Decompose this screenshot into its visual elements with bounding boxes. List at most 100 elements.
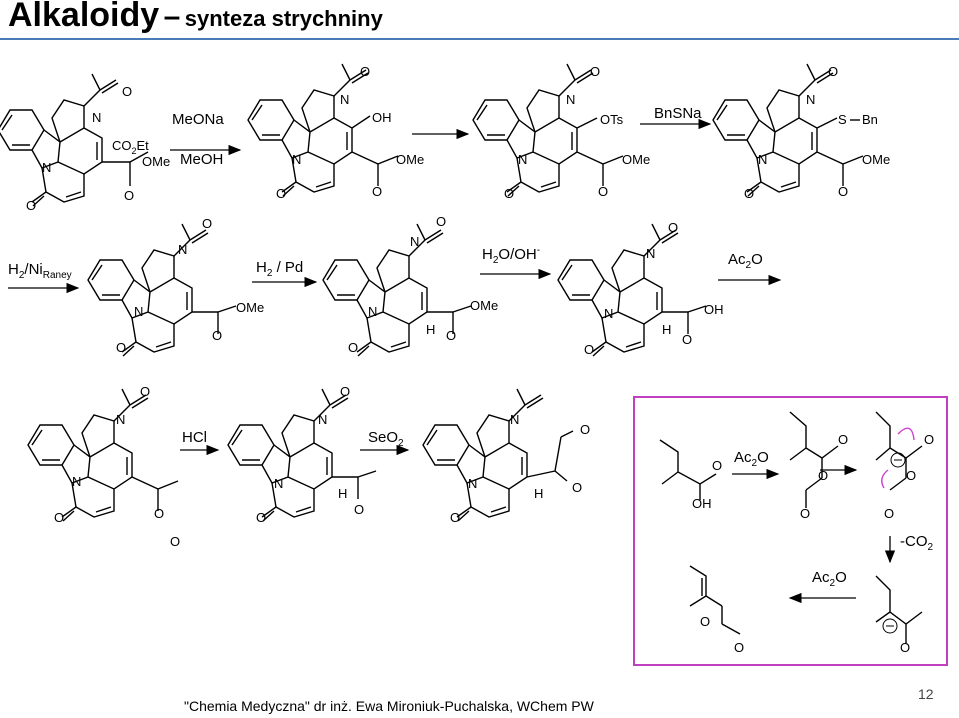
molecule-3 (472, 63, 624, 197)
atom-o: O (256, 510, 266, 525)
reagent-ac2o-final: Ac2O (812, 569, 847, 589)
atom-o: O (924, 432, 934, 447)
atom-o: O (682, 332, 692, 347)
atom-o: O (906, 468, 916, 483)
reagent-minus-co2: -CO2 (900, 533, 934, 553)
title-main: Alkaloidy (8, 0, 160, 34)
atom-o: O (122, 84, 132, 99)
atom-n: N (468, 476, 477, 491)
atom-n: N (318, 412, 327, 427)
reagent-meona: MeONa (172, 111, 224, 128)
reagent-seo2: SeO2 (368, 429, 404, 449)
mechanism-fragments (659, 411, 923, 644)
atom-o: O (884, 506, 894, 521)
reagent-ac2o-mech: Ac2O (734, 449, 769, 469)
reagent-ac2o: Ac2O (728, 251, 763, 271)
atom-n: N (292, 152, 301, 167)
footer-credit: "Chemia Medyczna" dr inż. Ewa Mironiuk-P… (184, 698, 594, 714)
atom-oh: OH (704, 302, 724, 317)
atom-o: O (446, 328, 456, 343)
reagent-hcl: HCl (182, 429, 207, 446)
reagent-meoh: MeOH (180, 151, 224, 168)
atom-oh: OH (372, 110, 392, 125)
atom-n: N (340, 92, 349, 107)
atom-o: O (838, 432, 848, 447)
atom-h: H (426, 322, 435, 337)
mechanism-box (633, 396, 948, 666)
reagent-h2o-oh: H2O/OH- (482, 245, 541, 266)
atom-o: O (590, 64, 600, 79)
curly-arrow-icon (897, 427, 915, 441)
atom-n: N (72, 474, 81, 489)
atom-n: N (566, 92, 575, 107)
atom-o: O (572, 480, 582, 495)
molecule-2 (247, 63, 399, 197)
title-sub: synteza strychniny (184, 6, 383, 31)
atom-o: O (668, 220, 678, 235)
molecule-8 (27, 388, 179, 522)
atom-o: O (140, 384, 150, 399)
atom-o: O (598, 184, 608, 199)
atom-o: O (450, 510, 460, 525)
atom-o: O (170, 534, 180, 549)
atom-n: N (368, 304, 377, 319)
atom-ome: OMe (862, 152, 890, 167)
atom-o: O (828, 64, 838, 79)
atom-co2et: CO2Et (112, 138, 149, 156)
atom-n: N (806, 92, 815, 107)
atom-o: O (348, 340, 358, 355)
page-number: 12 (918, 686, 934, 702)
atom-o: O (700, 614, 710, 629)
atom-ome: OMe (396, 152, 424, 167)
atom-n: N (116, 412, 125, 427)
slide-title: Alkaloidy – synteza strychniny (8, 0, 383, 35)
molecule-1 (0, 73, 149, 207)
reagent-bnsna: BnSNa (654, 105, 702, 122)
atom-n: N (604, 306, 613, 321)
atom-n: N (510, 412, 519, 427)
atom-o: O (818, 468, 828, 483)
title-rule (0, 38, 959, 40)
reagent-h2-pd: H2 / Pd (256, 259, 304, 279)
atom-o: O (372, 184, 382, 199)
curly-arrow-icon (881, 469, 889, 489)
atom-o: O (26, 198, 36, 213)
atom-o: O (838, 184, 848, 199)
atom-ots: OTs (600, 112, 624, 127)
title-dash: – (163, 0, 181, 33)
molecule-7 (557, 223, 707, 357)
atom-n: N (646, 246, 655, 261)
atom-n: N (134, 304, 143, 319)
atom-o: O (436, 214, 446, 229)
atom-n: N (92, 110, 101, 125)
atom-o: O (900, 640, 910, 655)
atom-o: O (800, 506, 810, 521)
atom-o: O (154, 506, 164, 521)
atom-bn: Bn (862, 112, 878, 127)
atom-n: N (410, 234, 419, 249)
reagent-h2-ni: H2/NiRaney (8, 261, 72, 281)
atom-h: H (662, 322, 671, 337)
atom-o: O (212, 328, 222, 343)
atom-o: O (202, 216, 212, 231)
atom-o: O (54, 510, 64, 525)
atom-o: O (712, 458, 722, 473)
atom-ome: OMe (622, 152, 650, 167)
atom-n: N (42, 160, 51, 175)
negative-charge-icon (882, 618, 898, 634)
atom-o: O (744, 186, 754, 201)
atom-n: N (758, 152, 767, 167)
molecule-5 (87, 223, 237, 357)
atom-ome: OMe (236, 300, 264, 315)
atom-o: O (116, 340, 126, 355)
atom-o: O (360, 64, 370, 79)
atom-o: O (340, 384, 350, 399)
atom-o: O (276, 186, 286, 201)
negative-charge-icon (890, 452, 906, 468)
atom-ome: OMe (142, 154, 170, 169)
atom-labels: N N O O CO2Et OMe O N N O O OH OMe O N N… (26, 64, 934, 655)
atom-o: O (504, 186, 514, 201)
molecule-10 (422, 388, 574, 522)
atom-o: O (354, 502, 364, 517)
